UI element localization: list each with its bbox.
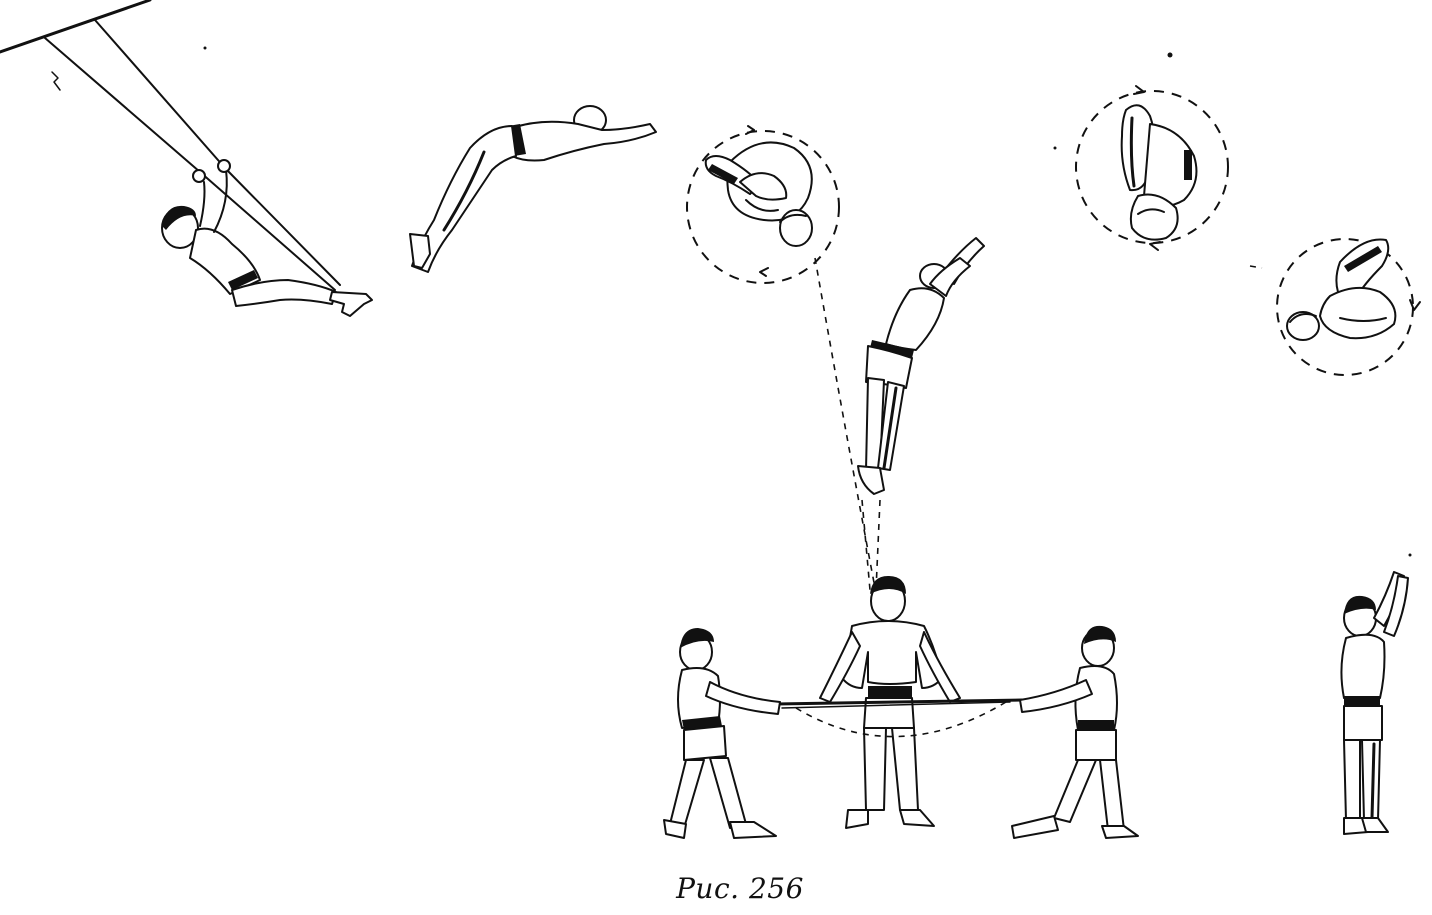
spotting-belt-rope [774, 698, 1024, 738]
figure-dive-layout [409, 105, 657, 273]
figure-left-spotter [663, 628, 781, 839]
somersault-tuck-right [1276, 238, 1421, 376]
figure-center-standing [819, 576, 961, 829]
somersault-tuck-left [686, 125, 840, 284]
trapeze [0, 0, 341, 291]
print-specks [203, 46, 1412, 557]
figure-vertical-jump [857, 237, 985, 495]
somersault-tuck-upper-right [1075, 85, 1229, 251]
figure-swing-lean-back [161, 159, 373, 317]
figure-landing-arms-up [1340, 571, 1409, 835]
figure-right-spotter [1011, 625, 1139, 839]
figure-caption: Рис. 256 [676, 872, 804, 905]
trajectory-lines [814, 257, 1263, 591]
